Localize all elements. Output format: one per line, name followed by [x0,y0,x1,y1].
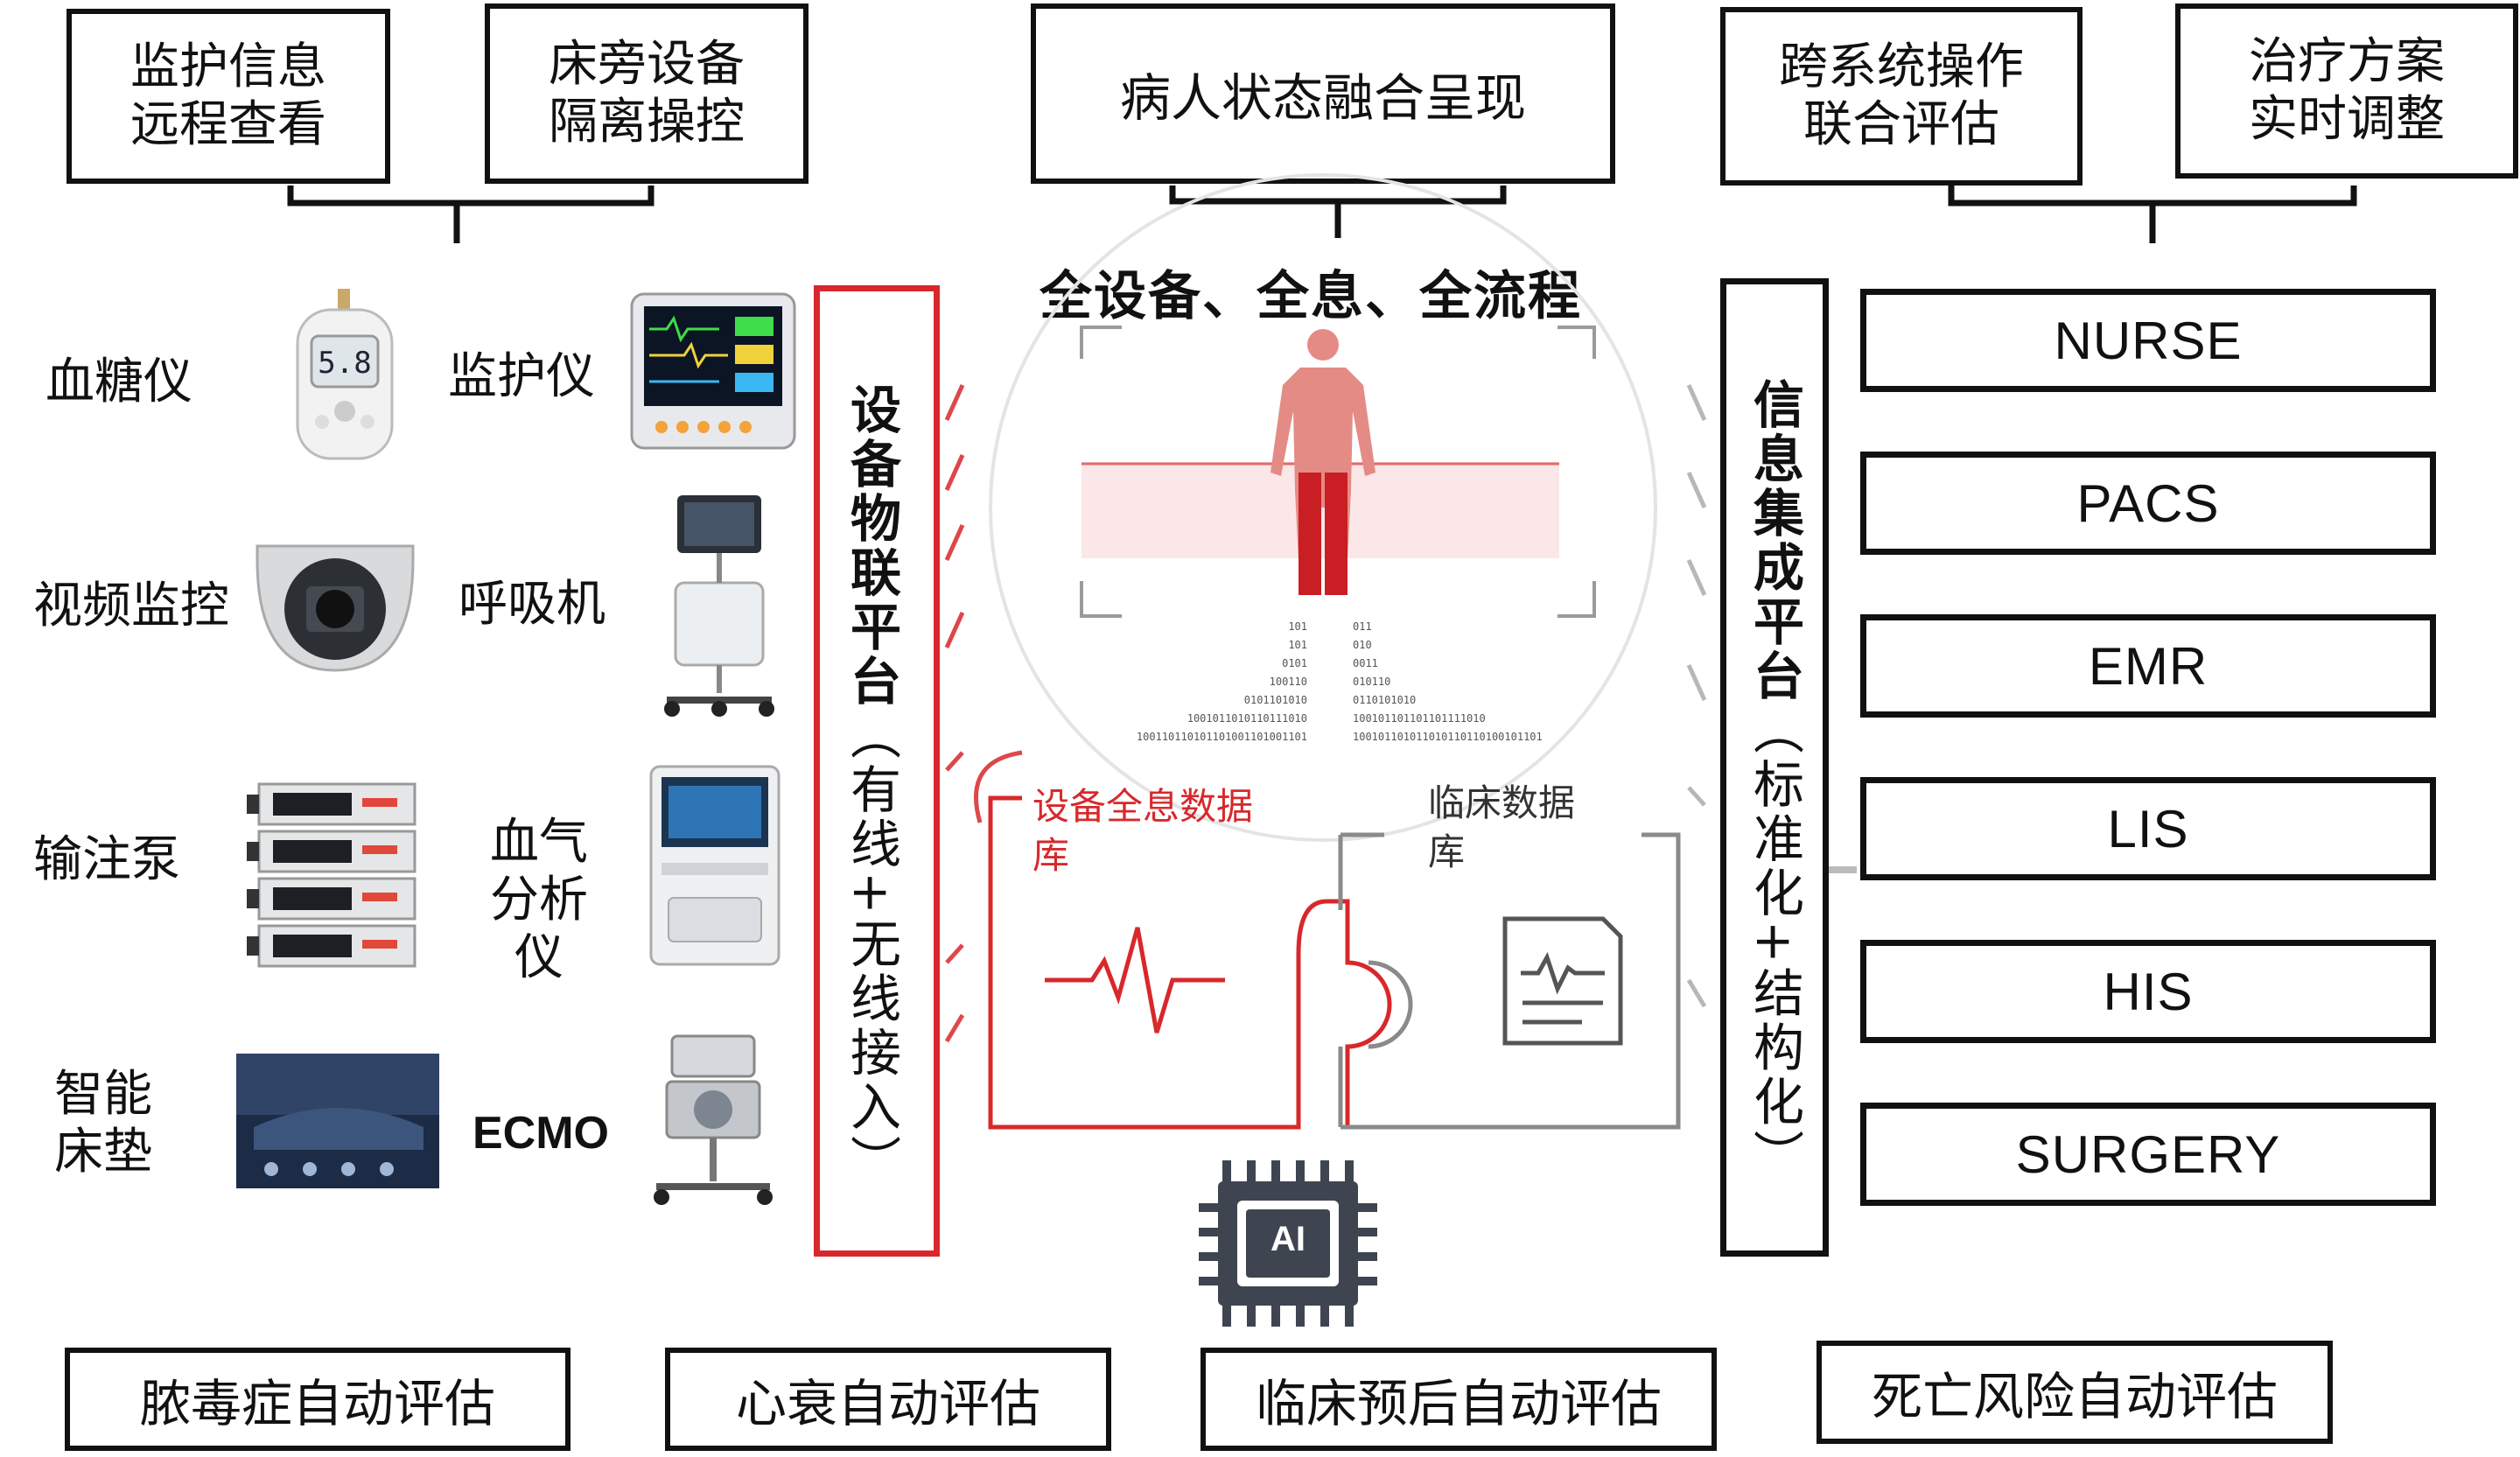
system-his: HIS [1860,940,2436,1043]
binary-right-row: 100101101011010110110100101101 [1353,731,1543,743]
system-pacs: PACS [1860,452,2436,555]
device-db-line2: 库 [1032,834,1070,877]
device-monitor-label: 监护仪 [448,348,595,405]
assessment-mortality: 死亡风险自动评估 [1816,1341,2333,1444]
system-emr: EMR [1860,614,2436,718]
remote-view-line2: 远程查看 [130,96,326,153]
ecmo-machine-icon [654,1034,773,1205]
binary-right-row: 011 [1353,620,1372,633]
info-platform-label: 信息集成平台（标准化+结构化） [1738,378,1811,1184]
assessment-sepsis: 脓毒症自动评估 [65,1348,570,1451]
binary-right-row: 0110101010 [1353,694,1416,706]
binary-right-row: 010110 [1353,676,1390,688]
binary-right-row: 0011 [1353,657,1378,669]
ventilator-icon [664,495,774,717]
device-mattress-label: 智能 床垫 [54,1066,152,1181]
bedside-control-line1: 床旁设备 [549,36,745,93]
treatment-adjust-line2: 实时调整 [2249,91,2445,148]
iot-platform-panel [814,285,940,1257]
mattress-line1: 智能 [54,1066,152,1123]
binary-right-row: 100101101101101111010 [1353,712,1486,725]
assessment-heart-failure: 心衰自动评估 [665,1348,1111,1451]
clinical-db-line2: 库 [1428,830,1466,873]
ai-chip-icon [1199,1160,1377,1327]
bedside-control-box: 床旁设备隔离操控 [485,4,808,184]
infusion-pump-icon [247,782,416,968]
cross-system-line2: 联合评估 [1803,96,1999,153]
info-platform-subtitle: （标准化+结构化） [1745,704,1804,1184]
platform-connector [1829,866,1857,873]
device-bloodgas-label: 血气 分析 仪 [490,814,588,987]
binary-left-row: 100110 [1270,676,1307,688]
ai-label: AI [1270,1220,1306,1258]
binary-left-row: 0101101010 [1244,694,1307,706]
glucose-meter-icon: 5.8 [296,289,394,460]
bloodgas-line1: 血气 [490,814,588,871]
assessment-prognosis: 临床预后自动评估 [1200,1348,1717,1451]
iot-platform-title: 设备物联平台 [842,383,901,709]
binary-left-row: 101 [1288,620,1307,633]
device-video-label: 视频监控 [33,578,229,634]
treatment-adjust-box: 治疗方案实时调整 [2175,4,2518,179]
remote-view-line1: 监护信息 [130,39,326,95]
iot-platform-subtitle: （有线+无线接入） [842,709,901,1189]
patient-monitor-icon [630,292,796,450]
device-infusion-label: 输注泵 [33,831,180,888]
device-db-label: 设备全息数据 库 [1032,782,1253,880]
smart-mattress-icon [236,1054,439,1188]
bloodgas-line3: 仪 [514,929,564,986]
remote-view-box: 监护信息远程查看 [66,9,390,184]
blood-gas-analyzer-icon [649,765,780,966]
center-heading: 全设备、全息、全流程 [1040,266,1582,327]
mattress-line2: 床垫 [54,1124,152,1180]
binary-left-row: 0101 [1282,657,1307,669]
info-platform-panel [1720,278,1829,1257]
device-ecmo-label: ECMO [472,1108,609,1159]
bloodgas-line2: 分析 [490,872,588,928]
system-nurse: NURSE [1860,289,2436,392]
binary-left-row: 100110110101101001101001101 [1137,731,1307,743]
cross-system-box: 跨系统操作联合评估 [1720,7,2082,186]
binary-left-row: 101 [1288,639,1307,651]
system-surgery: SURGERY [1860,1103,2436,1206]
glucose-screen-value: 5.8 [318,346,371,381]
info-platform-title: 信息集成平台 [1745,378,1804,704]
system-lis: LIS [1860,777,2436,880]
cross-system-line1: 跨系统操作 [1779,39,2024,95]
device-glucose-label: 血糖仪 [46,354,192,410]
video-camera-icon [256,544,415,672]
bedside-control-line2: 隔离操控 [549,94,745,151]
clinical-db-label: 临床数据 库 [1428,779,1575,877]
patient-fusion-box: 病人状态融合呈现 [1031,4,1615,184]
treatment-adjust-line1: 治疗方案 [2249,33,2445,90]
device-ventilator-label: 呼吸机 [458,576,606,633]
iot-platform-label: 设备物联平台（有线+无线接入） [835,383,908,1189]
binary-right-row: 010 [1353,639,1372,651]
device-db-line1: 设备全息数据 [1032,785,1254,828]
clinical-db-line1: 临床数据 [1428,781,1576,824]
patient-fusion-label: 病人状态融合呈现 [1119,68,1526,128]
binary-left-row: 1001011010110111010 [1187,712,1307,725]
